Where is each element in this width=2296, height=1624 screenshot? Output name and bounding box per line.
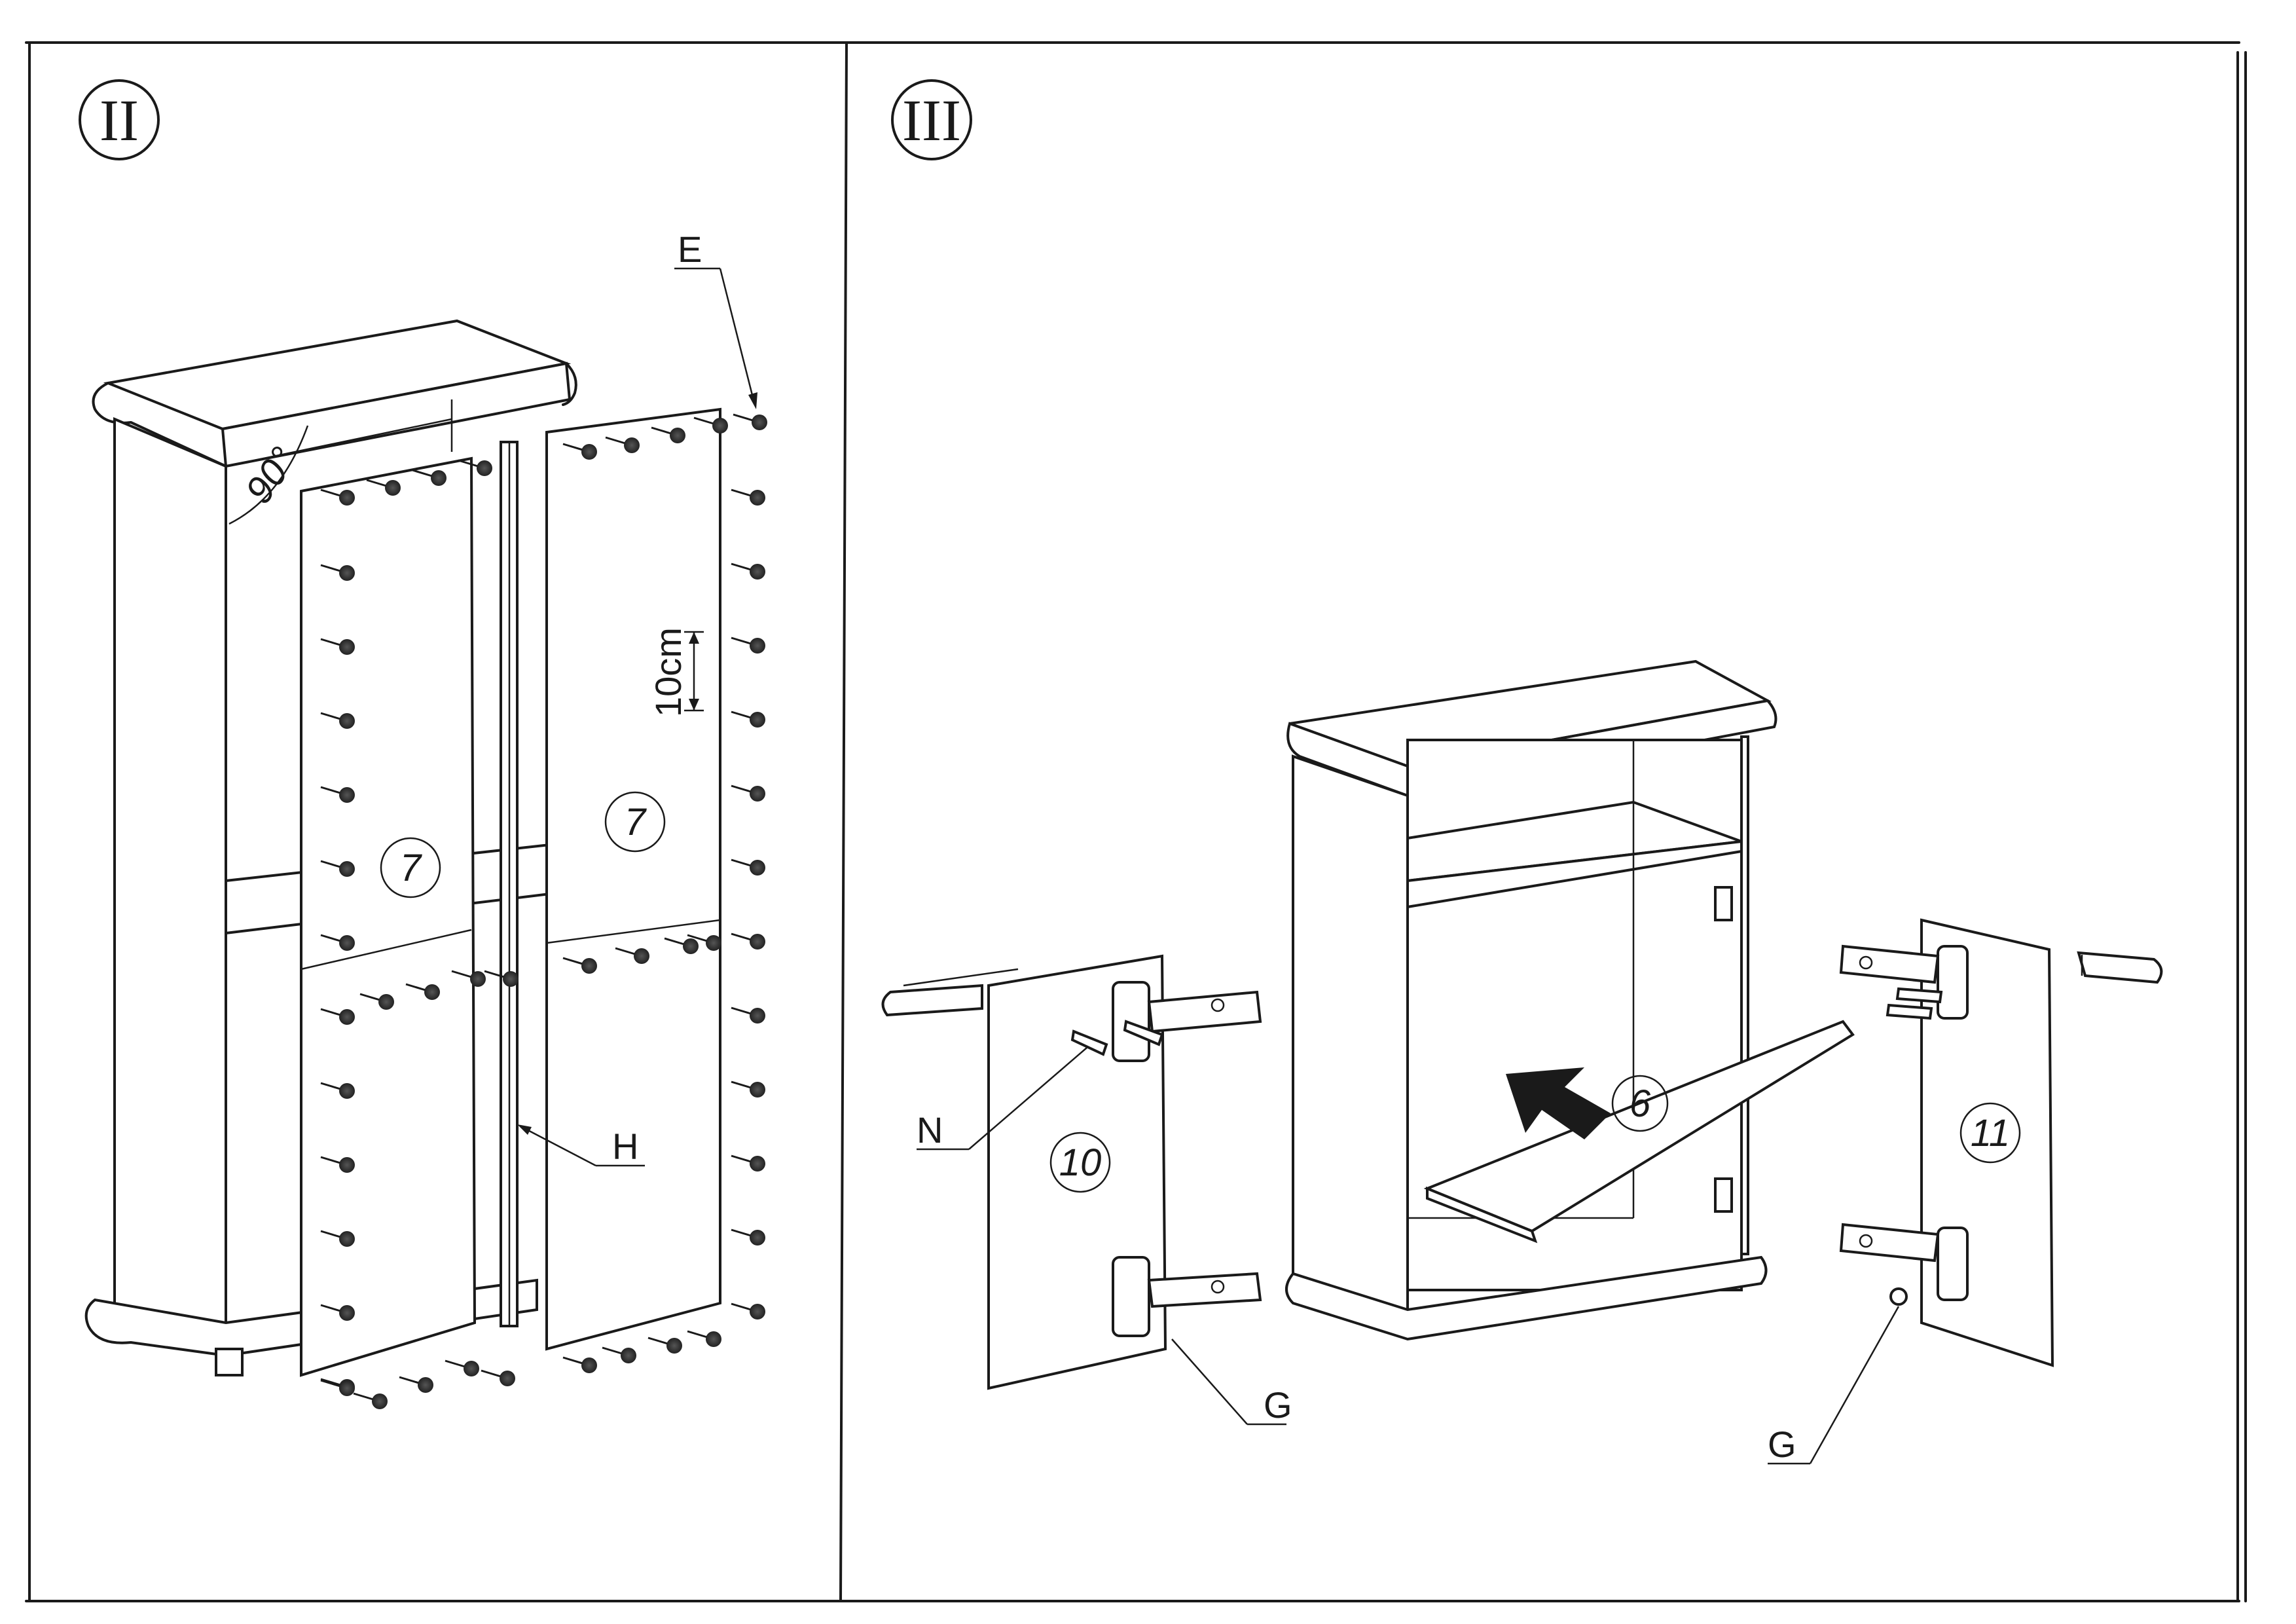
nail bbox=[687, 934, 721, 951]
nail bbox=[481, 1369, 515, 1386]
nail bbox=[458, 459, 492, 476]
nails-left-door bbox=[320, 459, 519, 1409]
label-n: N bbox=[917, 1109, 943, 1151]
door-11: 11 bbox=[1839, 918, 2163, 1367]
hinge-rod-h bbox=[500, 441, 519, 1327]
nail bbox=[405, 983, 440, 1000]
door-11-part-number: 11 bbox=[1971, 1112, 2010, 1154]
nail bbox=[687, 1330, 721, 1347]
nail bbox=[602, 1346, 636, 1363]
insert-direction-arrow bbox=[1506, 1067, 1611, 1139]
door-left-part-number: 7 bbox=[400, 847, 423, 889]
nail bbox=[605, 436, 640, 453]
nail bbox=[320, 1008, 355, 1025]
step-2-number-badge: II bbox=[79, 79, 160, 160]
nail bbox=[445, 1359, 479, 1376]
nail bbox=[399, 1376, 433, 1393]
nail bbox=[731, 489, 765, 506]
nail bbox=[320, 1082, 355, 1099]
callout-h: H bbox=[517, 1124, 645, 1167]
callout-g-left: G bbox=[1171, 1338, 1292, 1426]
step-3-panel: III bbox=[881, 79, 2163, 1465]
door-7-right: 7 bbox=[545, 407, 721, 1351]
nail bbox=[731, 563, 765, 580]
nail bbox=[320, 934, 355, 951]
label-h: H bbox=[612, 1126, 638, 1167]
nail bbox=[615, 947, 649, 964]
shelf-part-number: 6 bbox=[1630, 1082, 1651, 1125]
step-2-panel: II 90° 7 bbox=[79, 79, 767, 1409]
nail bbox=[353, 1392, 388, 1409]
spacing-label: 10cm bbox=[647, 627, 689, 717]
nail bbox=[731, 710, 765, 728]
nail bbox=[664, 937, 699, 954]
nail bbox=[647, 1337, 682, 1354]
label-g-right: G bbox=[1768, 1424, 1796, 1465]
nail bbox=[562, 443, 597, 460]
nail bbox=[731, 784, 765, 802]
nail bbox=[320, 1156, 355, 1173]
label-e: E bbox=[678, 229, 702, 270]
callout-e: E bbox=[674, 229, 757, 409]
nail bbox=[320, 564, 355, 581]
nail bbox=[359, 993, 394, 1010]
nail bbox=[731, 1154, 765, 1172]
nail bbox=[731, 1302, 765, 1320]
nail bbox=[320, 1379, 355, 1396]
nail bbox=[731, 1080, 765, 1098]
nail bbox=[320, 786, 355, 803]
door-right-part-number: 7 bbox=[625, 801, 647, 843]
nail bbox=[562, 957, 597, 974]
page-frame bbox=[25, 41, 2247, 1602]
label-g-left: G bbox=[1264, 1384, 1292, 1426]
door-7-left: 7 bbox=[300, 456, 477, 1377]
nail bbox=[731, 1006, 765, 1024]
nail bbox=[693, 416, 728, 434]
shelf-6: 6 bbox=[1423, 1020, 1855, 1244]
nail bbox=[731, 637, 765, 654]
nail bbox=[731, 858, 765, 876]
nails-right-door bbox=[562, 413, 767, 1373]
step-3-number: III bbox=[902, 88, 961, 153]
nail bbox=[366, 479, 401, 496]
nail bbox=[320, 1230, 355, 1247]
nail bbox=[320, 860, 355, 877]
nail bbox=[733, 413, 767, 430]
nail bbox=[562, 1356, 597, 1373]
nail bbox=[320, 638, 355, 655]
spacing-dimension: 10cm bbox=[647, 627, 704, 717]
nail bbox=[651, 426, 685, 443]
nail bbox=[731, 1228, 765, 1246]
nail bbox=[451, 970, 486, 987]
nail bbox=[320, 712, 355, 729]
nail bbox=[731, 932, 765, 950]
callout-n: N bbox=[917, 1047, 1087, 1151]
nail bbox=[320, 489, 355, 506]
nail bbox=[484, 970, 519, 987]
door-10: 10 bbox=[881, 954, 1262, 1390]
door-10-part-number: 10 bbox=[1059, 1141, 1102, 1184]
step-2-number: II bbox=[100, 88, 139, 153]
nail bbox=[412, 469, 446, 486]
step-3-number-badge: III bbox=[891, 79, 972, 160]
callout-g-right: G bbox=[1768, 1306, 1900, 1465]
nail bbox=[320, 1304, 355, 1321]
